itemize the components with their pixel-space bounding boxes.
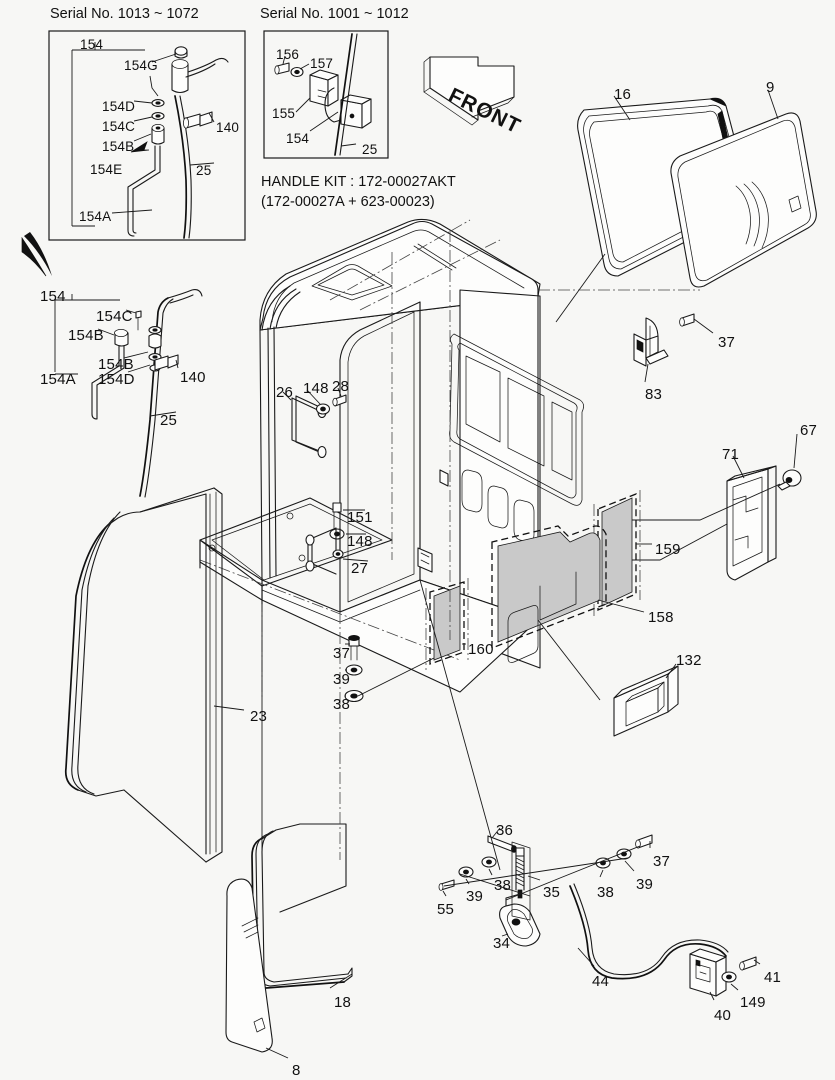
callout-154d: 154D <box>98 371 135 388</box>
inset-left-callout-154b: 154B <box>102 139 135 154</box>
lead-16b <box>555 253 606 323</box>
lead-9 <box>767 89 779 120</box>
callout-40-latch: 40 <box>714 1007 732 1024</box>
bolt-stack-37-39-38 <box>344 635 435 703</box>
callout-38-washer-stack: 38 <box>333 696 351 713</box>
callout-140-bolt: 140 <box>180 369 206 386</box>
accent-stroke <box>21 236 47 277</box>
callout-28-bolt: 28 <box>332 378 350 395</box>
callout-41-bolt: 41 <box>764 969 782 986</box>
knob-67 <box>777 469 802 491</box>
callout-67-knob: 67 <box>800 422 818 439</box>
callout-36-pin: 36 <box>496 822 514 839</box>
callout-151-bolt: 151 <box>347 509 373 526</box>
callout-149-washer: 149 <box>740 994 766 1011</box>
door-seal-18 <box>251 823 353 989</box>
inset-left-callout-154d: 154D <box>102 99 136 114</box>
lead-16 <box>613 95 631 121</box>
callout-159-insulation: 159 <box>655 541 681 558</box>
callout-154b-upper: 154B <box>68 327 104 344</box>
callout-35-spring: 35 <box>543 884 561 901</box>
inset-left-callout-154e: 154E <box>90 162 123 177</box>
callout-154c: 154C <box>96 308 133 325</box>
bracket-83 <box>633 317 669 367</box>
callout-39-washer-left: 39 <box>466 888 484 905</box>
bolt-156 <box>274 62 290 75</box>
inset-right-callout-156: 156 <box>276 47 300 62</box>
bolt-37-upper <box>679 313 695 327</box>
callout-27-handle: 27 <box>351 560 369 577</box>
handle-kit-line2: (172-00027A + 623-00023) <box>261 194 435 210</box>
callout-39-washer-right: 39 <box>636 876 654 893</box>
inset-right-title: Serial No. 1001 ~ 1012 <box>260 6 409 22</box>
callout-9-window-glass: 9 <box>766 79 775 96</box>
inset-right-callout-155: 155 <box>272 106 296 121</box>
inset-left-callout-140: 140 <box>216 120 240 135</box>
spring-35 <box>515 847 525 899</box>
callout-160-insulation: 160 <box>468 641 494 658</box>
callout-18-door-seal: 18 <box>334 994 352 1011</box>
callout-148-washer-upper: 148 <box>303 380 329 397</box>
handle-kit-line1: HANDLE KIT : 172-00027AKT <box>261 174 456 190</box>
callout-37-bolt-stack: 37 <box>333 645 351 662</box>
callout-8-side-glass: 8 <box>292 1062 301 1079</box>
callout-34-lever: 34 <box>493 935 511 952</box>
callout-83-bracket: 83 <box>645 386 663 403</box>
cover-71 <box>726 465 777 581</box>
callout-37-bolt-lower: 37 <box>653 853 671 870</box>
callout-71-cover: 71 <box>722 446 740 463</box>
inset-left-callout-154c: 154C <box>102 119 136 134</box>
callout-158-insulation: 158 <box>648 609 674 626</box>
inset-left-callout-154g: 154G <box>124 58 158 73</box>
callout-154a: 154A <box>40 371 76 388</box>
inset-right-callout-154: 154 <box>286 131 310 146</box>
inset-right-callout-25: 25 <box>362 142 378 157</box>
side-glass-8 <box>225 878 273 1053</box>
lead-83 <box>644 363 649 383</box>
callout-23-door-seal: 23 <box>250 708 268 725</box>
callout-16-window-seal: 16 <box>614 86 632 103</box>
bolt-140 <box>182 111 213 129</box>
callout-38-washer-right: 38 <box>597 884 615 901</box>
hardware-151-148-27 <box>305 502 369 575</box>
front-arrow-icon: FRONT <box>423 56 524 138</box>
insulation-panels <box>425 490 641 670</box>
callout-39-washer-stack: 39 <box>333 671 351 688</box>
inset-left-callout-25: 25 <box>196 163 212 178</box>
callout-132-frame: 132 <box>676 652 702 669</box>
callout-37-bolt-upper: 37 <box>718 334 736 351</box>
inset-right-box <box>263 30 389 159</box>
handle-assy-154-second <box>54 289 203 498</box>
callout-55-bolt: 55 <box>437 901 455 918</box>
callout-148-washer-lower: 148 <box>347 533 373 550</box>
frame-132 <box>613 665 679 737</box>
bolt-140b <box>154 354 179 371</box>
door-seal-23 <box>64 487 223 863</box>
callout-26-handle: 26 <box>276 384 294 401</box>
inset-left-title: Serial No. 1013 ~ 1072 <box>50 6 199 22</box>
latch-linkage-assembly <box>438 827 761 1001</box>
window-glass-9 <box>670 112 817 288</box>
callout-154b-lower: 154B <box>98 356 134 373</box>
inset-left-box <box>48 30 246 241</box>
hardware-26-148-28 <box>282 387 347 459</box>
callout-38-washer-left: 38 <box>494 877 512 894</box>
inset-left-callout-154: 154 <box>80 37 104 52</box>
callout-44-cable: 44 <box>592 973 610 990</box>
inset-right-callout-157: 157 <box>310 56 334 71</box>
callout-154-handle-assy: 154 <box>40 288 66 305</box>
inset-left-callout-154a: 154A <box>79 209 112 224</box>
callout-25-rod: 25 <box>160 412 178 429</box>
